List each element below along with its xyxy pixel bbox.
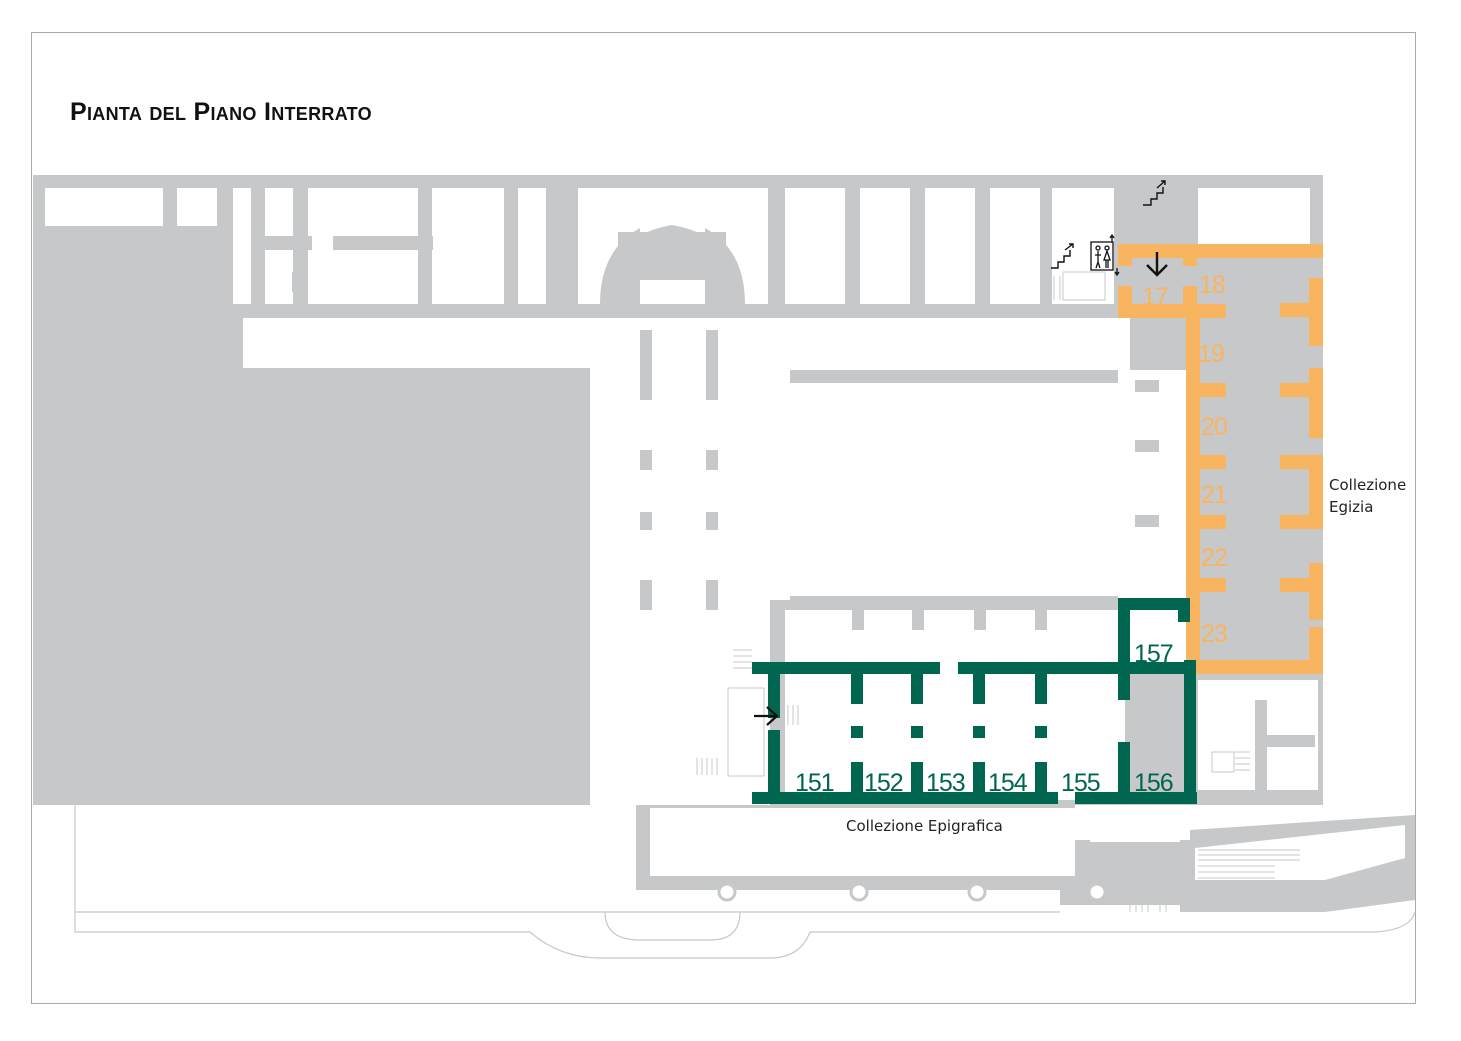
room-155-label: 155 <box>1061 769 1100 797</box>
room-23-label: 23 <box>1201 620 1227 648</box>
egyptian-collection-walls <box>1118 244 1323 674</box>
epigraphic-collection-caption: Collezione Epigrafica <box>846 817 1003 835</box>
interior-partitions <box>262 236 1315 790</box>
floor-spaces <box>45 188 1405 880</box>
terrace-outline <box>74 805 1416 959</box>
stair-block-north <box>1062 271 1106 301</box>
room-153-label: 153 <box>926 769 965 797</box>
map-frame <box>31 32 1416 1004</box>
entrance-arrow-down-icon <box>1146 252 1168 277</box>
room-151-label: 151 <box>795 769 834 797</box>
room-19-label: 19 <box>1198 340 1224 368</box>
epigraphic-collection-walls <box>752 598 1197 804</box>
stair-treads <box>696 209 1300 912</box>
room-156-label: 156 <box>1134 769 1173 797</box>
egyptian-collection-caption: Collezione Egizia <box>1329 476 1406 516</box>
stairs-up-icon <box>1051 243 1074 269</box>
apse-niche <box>618 232 726 280</box>
room-154-label: 154 <box>988 769 1028 797</box>
room-21-label: 21 <box>1201 481 1227 509</box>
room-17-label: 17 <box>1142 283 1168 311</box>
facade-columns <box>717 882 1107 902</box>
egyptian-caption-line-1: Collezione <box>1329 476 1406 494</box>
egyptian-room-labels: 17 18 19 20 21 22 23 <box>1142 271 1228 648</box>
elevator-icon <box>1090 233 1120 277</box>
stair-block-west <box>727 687 765 777</box>
stairs-up-icon <box>1143 180 1166 206</box>
stair-block-east <box>1211 751 1235 773</box>
room-157-label: 157 <box>1134 640 1173 668</box>
egyptian-caption-line-2: Egizia <box>1329 498 1373 516</box>
room-18-label: 18 <box>1199 271 1225 299</box>
entrance-arrow-right-icon <box>754 706 779 726</box>
room-22-label: 22 <box>1201 544 1227 572</box>
map-title: Pianta del Piano Interrato <box>70 98 372 126</box>
room-20-label: 20 <box>1201 413 1227 441</box>
room-152-label: 152 <box>864 769 903 797</box>
epigraphic-room-labels: 151 152 153 154 155 156 157 <box>795 640 1174 797</box>
